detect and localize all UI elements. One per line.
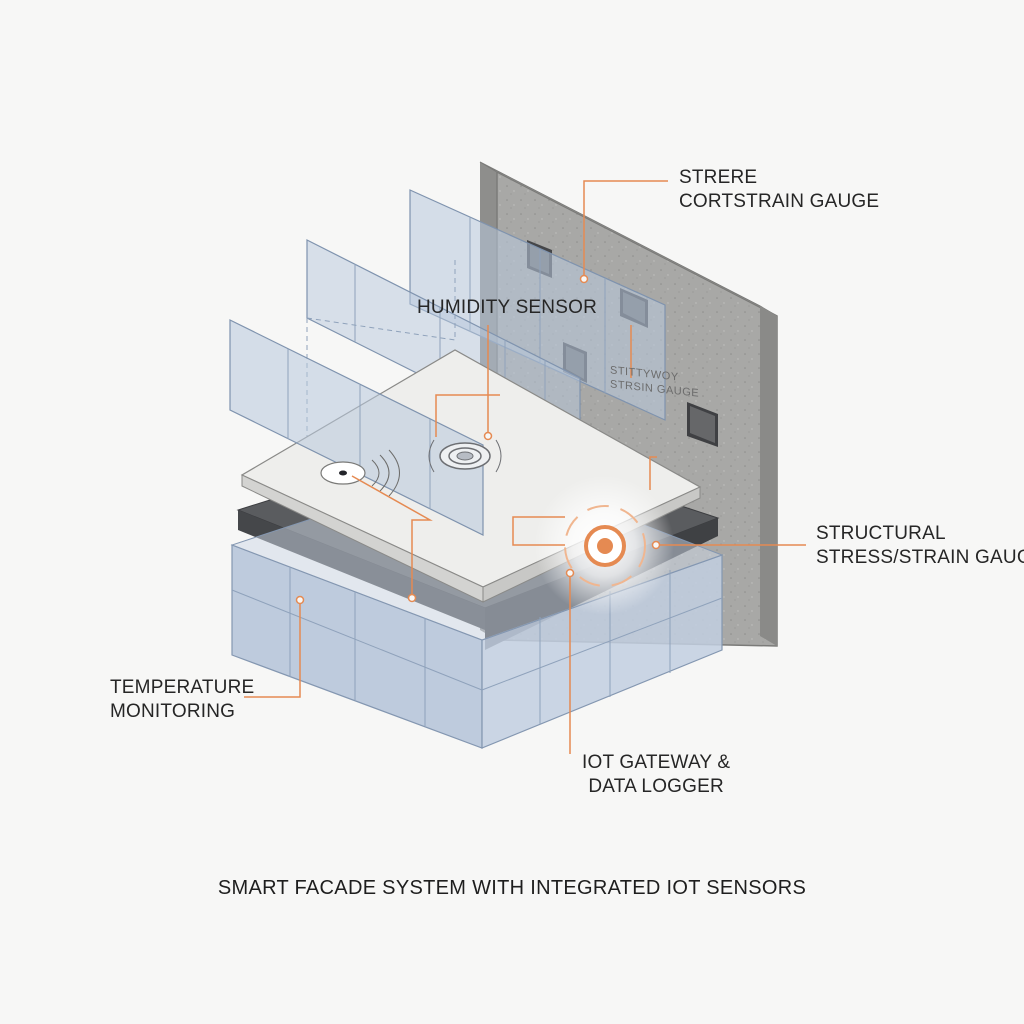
leader-temp-sensor xyxy=(351,475,433,598)
label-humidity-text: HUMIDITY SENSOR xyxy=(417,297,598,318)
label-temperature-monitoring: TEMPERATURE MONITORING xyxy=(110,676,254,724)
label-temperature-line1: TEMPERATURE xyxy=(110,677,255,698)
label-humidity-sensor: HUMIDITY SENSOR xyxy=(417,296,597,320)
leader-slab xyxy=(512,516,565,546)
leader-corner-strain xyxy=(583,180,668,279)
label-corner-strain-line2: CORTSTRAIN GAUGE xyxy=(679,191,880,212)
leader-lines xyxy=(244,180,806,754)
wall-sensor-box-4 xyxy=(687,402,718,447)
label-iot-line2: DATA LOGGER xyxy=(588,776,724,797)
glass-panel-front xyxy=(229,319,484,536)
leader-humidity-2 xyxy=(435,394,500,437)
humidity-sensor xyxy=(428,439,502,473)
label-structural-line2: STRESS/STRAIN GAUGE xyxy=(816,547,1024,568)
label-corner-strain-line1: STRERE xyxy=(679,167,758,188)
iot-gateway-target xyxy=(534,475,674,615)
temperature-sensor xyxy=(320,449,400,497)
leader-wall-gauge xyxy=(649,456,657,490)
diagram-caption: SMART FACADE SYSTEM WITH INTEGRATED IOT … xyxy=(217,877,807,899)
leader-temperature xyxy=(244,600,301,698)
label-iot-gateway: IOT GATEWAY & DATA LOGGER xyxy=(582,751,730,799)
label-corner-strain-gauge: STRERE CORTSTRAIN GAUGE xyxy=(679,166,879,214)
label-structural-line1: STRUCTURAL xyxy=(816,523,946,544)
glass-panel-back xyxy=(409,189,666,421)
label-iot-line1: IOT GATEWAY & xyxy=(582,752,731,773)
label-temperature-line2: MONITORING xyxy=(110,701,236,722)
label-structural-gauge: STRUCTURAL STRESS/STRAIN GAUGE xyxy=(816,522,1024,570)
